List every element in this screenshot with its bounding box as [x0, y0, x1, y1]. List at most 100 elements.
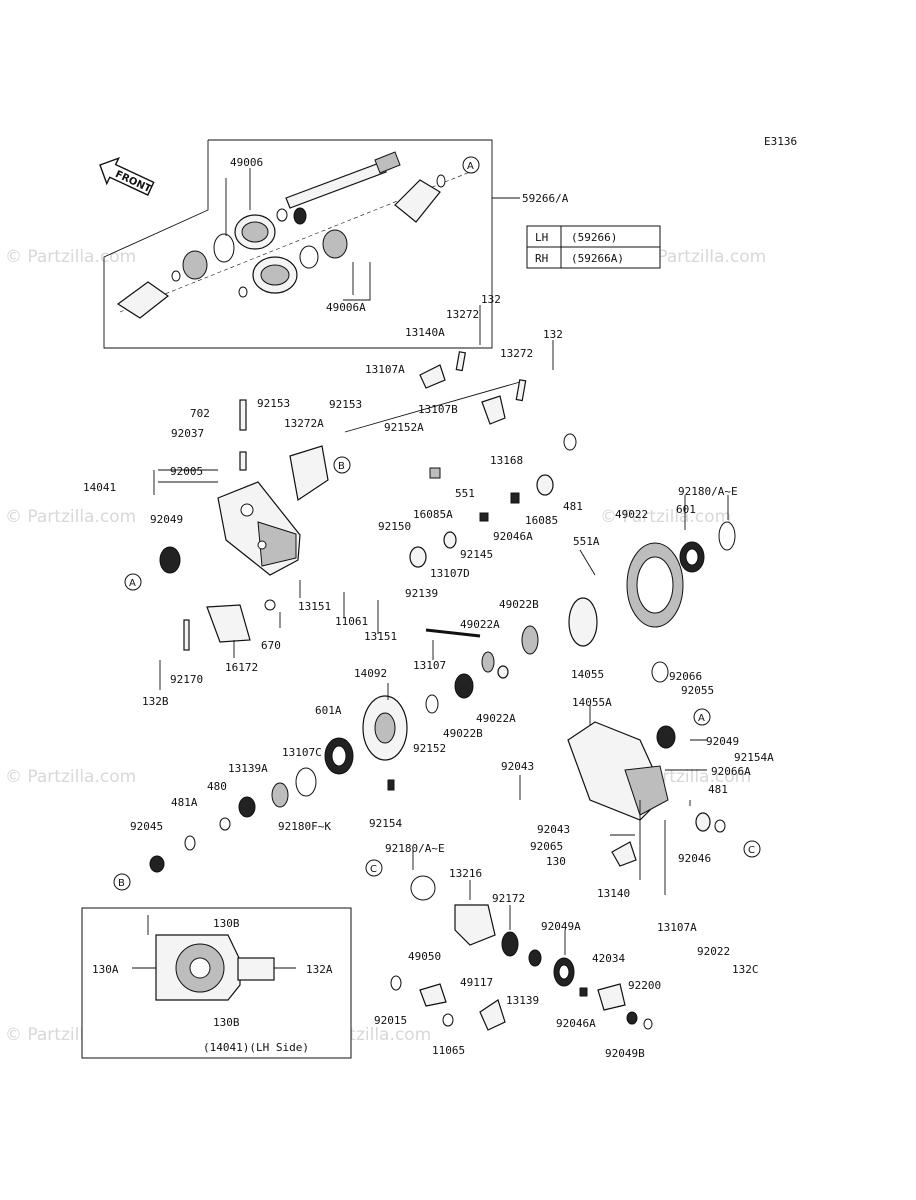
part-label: 92043	[501, 760, 534, 773]
part-label: 92046	[678, 852, 711, 865]
part-label: 132B	[142, 695, 169, 708]
part-label: 49006	[230, 156, 263, 169]
watermark: © Partzilla.com	[5, 247, 136, 267]
part-label: 132A	[306, 963, 333, 976]
part-label: 92049B	[605, 1047, 645, 1060]
right-gear-case	[567, 661, 726, 867]
svg-text:C: C	[370, 864, 377, 875]
part-label: 481A	[171, 796, 198, 809]
part-label: 130A	[92, 963, 119, 976]
part-label: 14055	[571, 668, 604, 681]
part-label: 92043	[537, 823, 570, 836]
part-label: 92200	[628, 979, 661, 992]
part-label: 551A	[573, 535, 600, 548]
pinion-assembly	[390, 875, 653, 1031]
part-label: 92037	[171, 427, 204, 440]
part-label: 16085	[525, 514, 558, 527]
part-label: 551	[455, 487, 475, 500]
svg-text:A: A	[129, 578, 136, 589]
part-label: 13107A	[365, 363, 405, 376]
part-label: 13272A	[284, 417, 324, 430]
svg-text:B: B	[118, 878, 125, 889]
part-label: 702	[190, 407, 210, 420]
part-label: 14092	[354, 667, 387, 680]
part-label: 92046A	[493, 530, 533, 543]
part-label: 92066A	[711, 765, 751, 778]
svg-text:A: A	[467, 161, 474, 172]
part-label: 11065	[432, 1044, 465, 1057]
part-label: 670	[261, 639, 281, 652]
case-cover-assembly	[149, 546, 439, 873]
drive-shaft-assembly	[116, 151, 471, 319]
part-label: 13139	[506, 994, 539, 1007]
part-label: 130B	[213, 917, 240, 930]
part-label: 11061	[335, 615, 368, 628]
part-label: 13107A	[657, 921, 697, 934]
callout-b-1: B	[333, 456, 351, 474]
part-label: 92049	[706, 735, 739, 748]
part-label: 92152A	[384, 421, 424, 434]
part-label: 13107D	[430, 567, 470, 580]
callout-c-2: C	[365, 859, 383, 877]
part-label: 92045	[130, 820, 163, 833]
front-arrow-icon: FRONT	[99, 156, 155, 196]
part-label: 92172	[492, 892, 525, 905]
part-label: 92150	[378, 520, 411, 533]
leader-lines	[132, 168, 729, 969]
part-label: 92066	[669, 670, 702, 683]
part-label: 92022	[697, 945, 730, 958]
svg-text:A: A	[698, 713, 705, 724]
part-label: 92139	[405, 587, 438, 600]
part-label: 14055A	[572, 696, 612, 709]
part-label: 49022	[615, 508, 648, 521]
part-label: 132C	[732, 963, 759, 976]
inset-caption: (14041)(LH Side)	[203, 1041, 309, 1054]
part-label: 14041	[83, 481, 116, 494]
inset-box	[81, 907, 352, 1059]
part-label: 132	[543, 328, 563, 341]
part-label: 13107B	[418, 403, 458, 416]
part-label: 480	[207, 780, 227, 793]
figure-code: E3136	[764, 135, 797, 148]
part-label: 92049A	[541, 920, 581, 933]
part-label: 92055	[681, 684, 714, 697]
part-label: 92153	[257, 397, 290, 410]
gear-case	[217, 481, 301, 576]
part-label: 13151	[298, 600, 331, 613]
part-label: 16172	[225, 661, 258, 674]
svg-text:C: C	[748, 845, 755, 856]
part-label: 92170	[170, 673, 203, 686]
part-label: 481	[708, 783, 728, 796]
part-label: 49022B	[443, 727, 483, 740]
shift-components	[239, 351, 577, 568]
part-label: 601	[676, 503, 696, 516]
part-label: 130	[546, 855, 566, 868]
part-label: 92145	[460, 548, 493, 561]
part-label: 132	[481, 293, 501, 306]
part-label: 92046A	[556, 1017, 596, 1030]
callout-a-3: A	[693, 708, 711, 726]
ring-gear	[425, 521, 736, 699]
part-label: 92065	[530, 840, 563, 853]
callout-c-1: C	[743, 840, 761, 858]
part-label: 92154	[369, 817, 402, 830]
part-label: 481	[563, 500, 583, 513]
part-label: 49050	[408, 950, 441, 963]
table-code-rh: (59266A)	[571, 252, 624, 265]
watermark: © Partzilla.com	[600, 507, 731, 527]
part-label: 13216	[449, 867, 482, 880]
part-label: 92015	[374, 1014, 407, 1027]
part-label: 130B	[213, 1016, 240, 1029]
part-label: 92180/A~E	[385, 842, 445, 855]
part-label: 13272	[446, 308, 479, 321]
part-label: 92180/A~E	[678, 485, 738, 498]
shaft-group-frame	[103, 139, 493, 349]
part-label: 13151	[364, 630, 397, 643]
watermark: © Partzilla.com	[5, 507, 136, 527]
part-label: 13140	[597, 887, 630, 900]
svg-text:B: B	[338, 461, 345, 472]
part-label: 42034	[592, 952, 625, 965]
part-label: 13272	[500, 347, 533, 360]
part-label: 92180F~K	[278, 820, 331, 833]
side-table: LH (59266) RH (59266A)	[526, 225, 661, 269]
